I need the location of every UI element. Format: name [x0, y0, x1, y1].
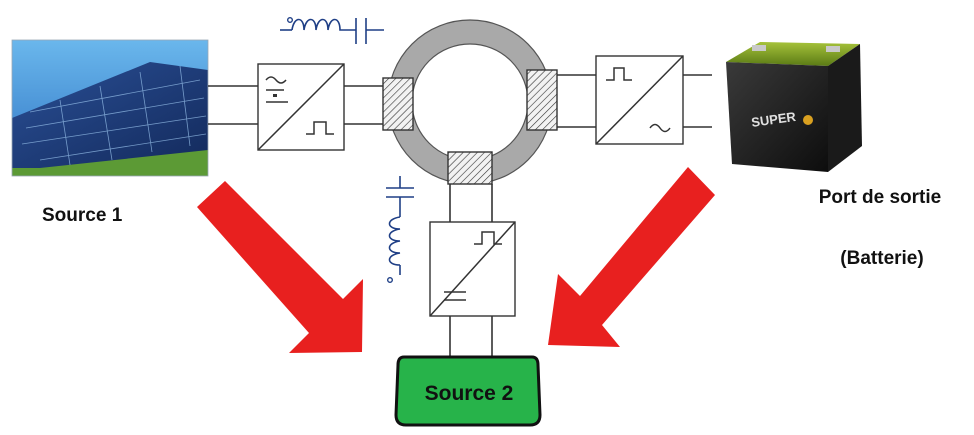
bottom-converter: [429, 221, 516, 317]
capacitor-icon: [355, 18, 384, 44]
arrow-battery-to-source2: [548, 167, 715, 347]
right-winding: [526, 69, 558, 131]
capacitor-icon: [386, 176, 414, 217]
terminal-icon: [387, 277, 394, 284]
left-winding: [382, 77, 414, 131]
vertical-resonant-tank: [386, 176, 414, 284]
inductor-icon: [388, 216, 401, 266]
toroidal-transformer: [382, 19, 558, 185]
source1-label: Source 1: [42, 205, 123, 226]
connection-wires: [208, 74, 712, 356]
arrow-source1-to-source2: [197, 181, 363, 353]
output-port-label-line2: (Batterie): [840, 248, 923, 269]
battery-brand-label: SUPER: [750, 109, 797, 130]
terminal-icon: [287, 17, 294, 24]
solar-panel-image: [11, 39, 209, 177]
top-resonant-tank: [280, 17, 384, 44]
source2-label: Source 2: [425, 382, 514, 405]
left-converter: [257, 63, 345, 151]
bottom-winding: [447, 151, 493, 185]
inductor-icon: [291, 18, 356, 31]
source2-box: Source 2: [394, 355, 542, 427]
right-converter: [595, 55, 684, 145]
battery-image: SUPER: [726, 42, 862, 172]
output-port-label-line1: Port de sortie: [819, 187, 941, 208]
